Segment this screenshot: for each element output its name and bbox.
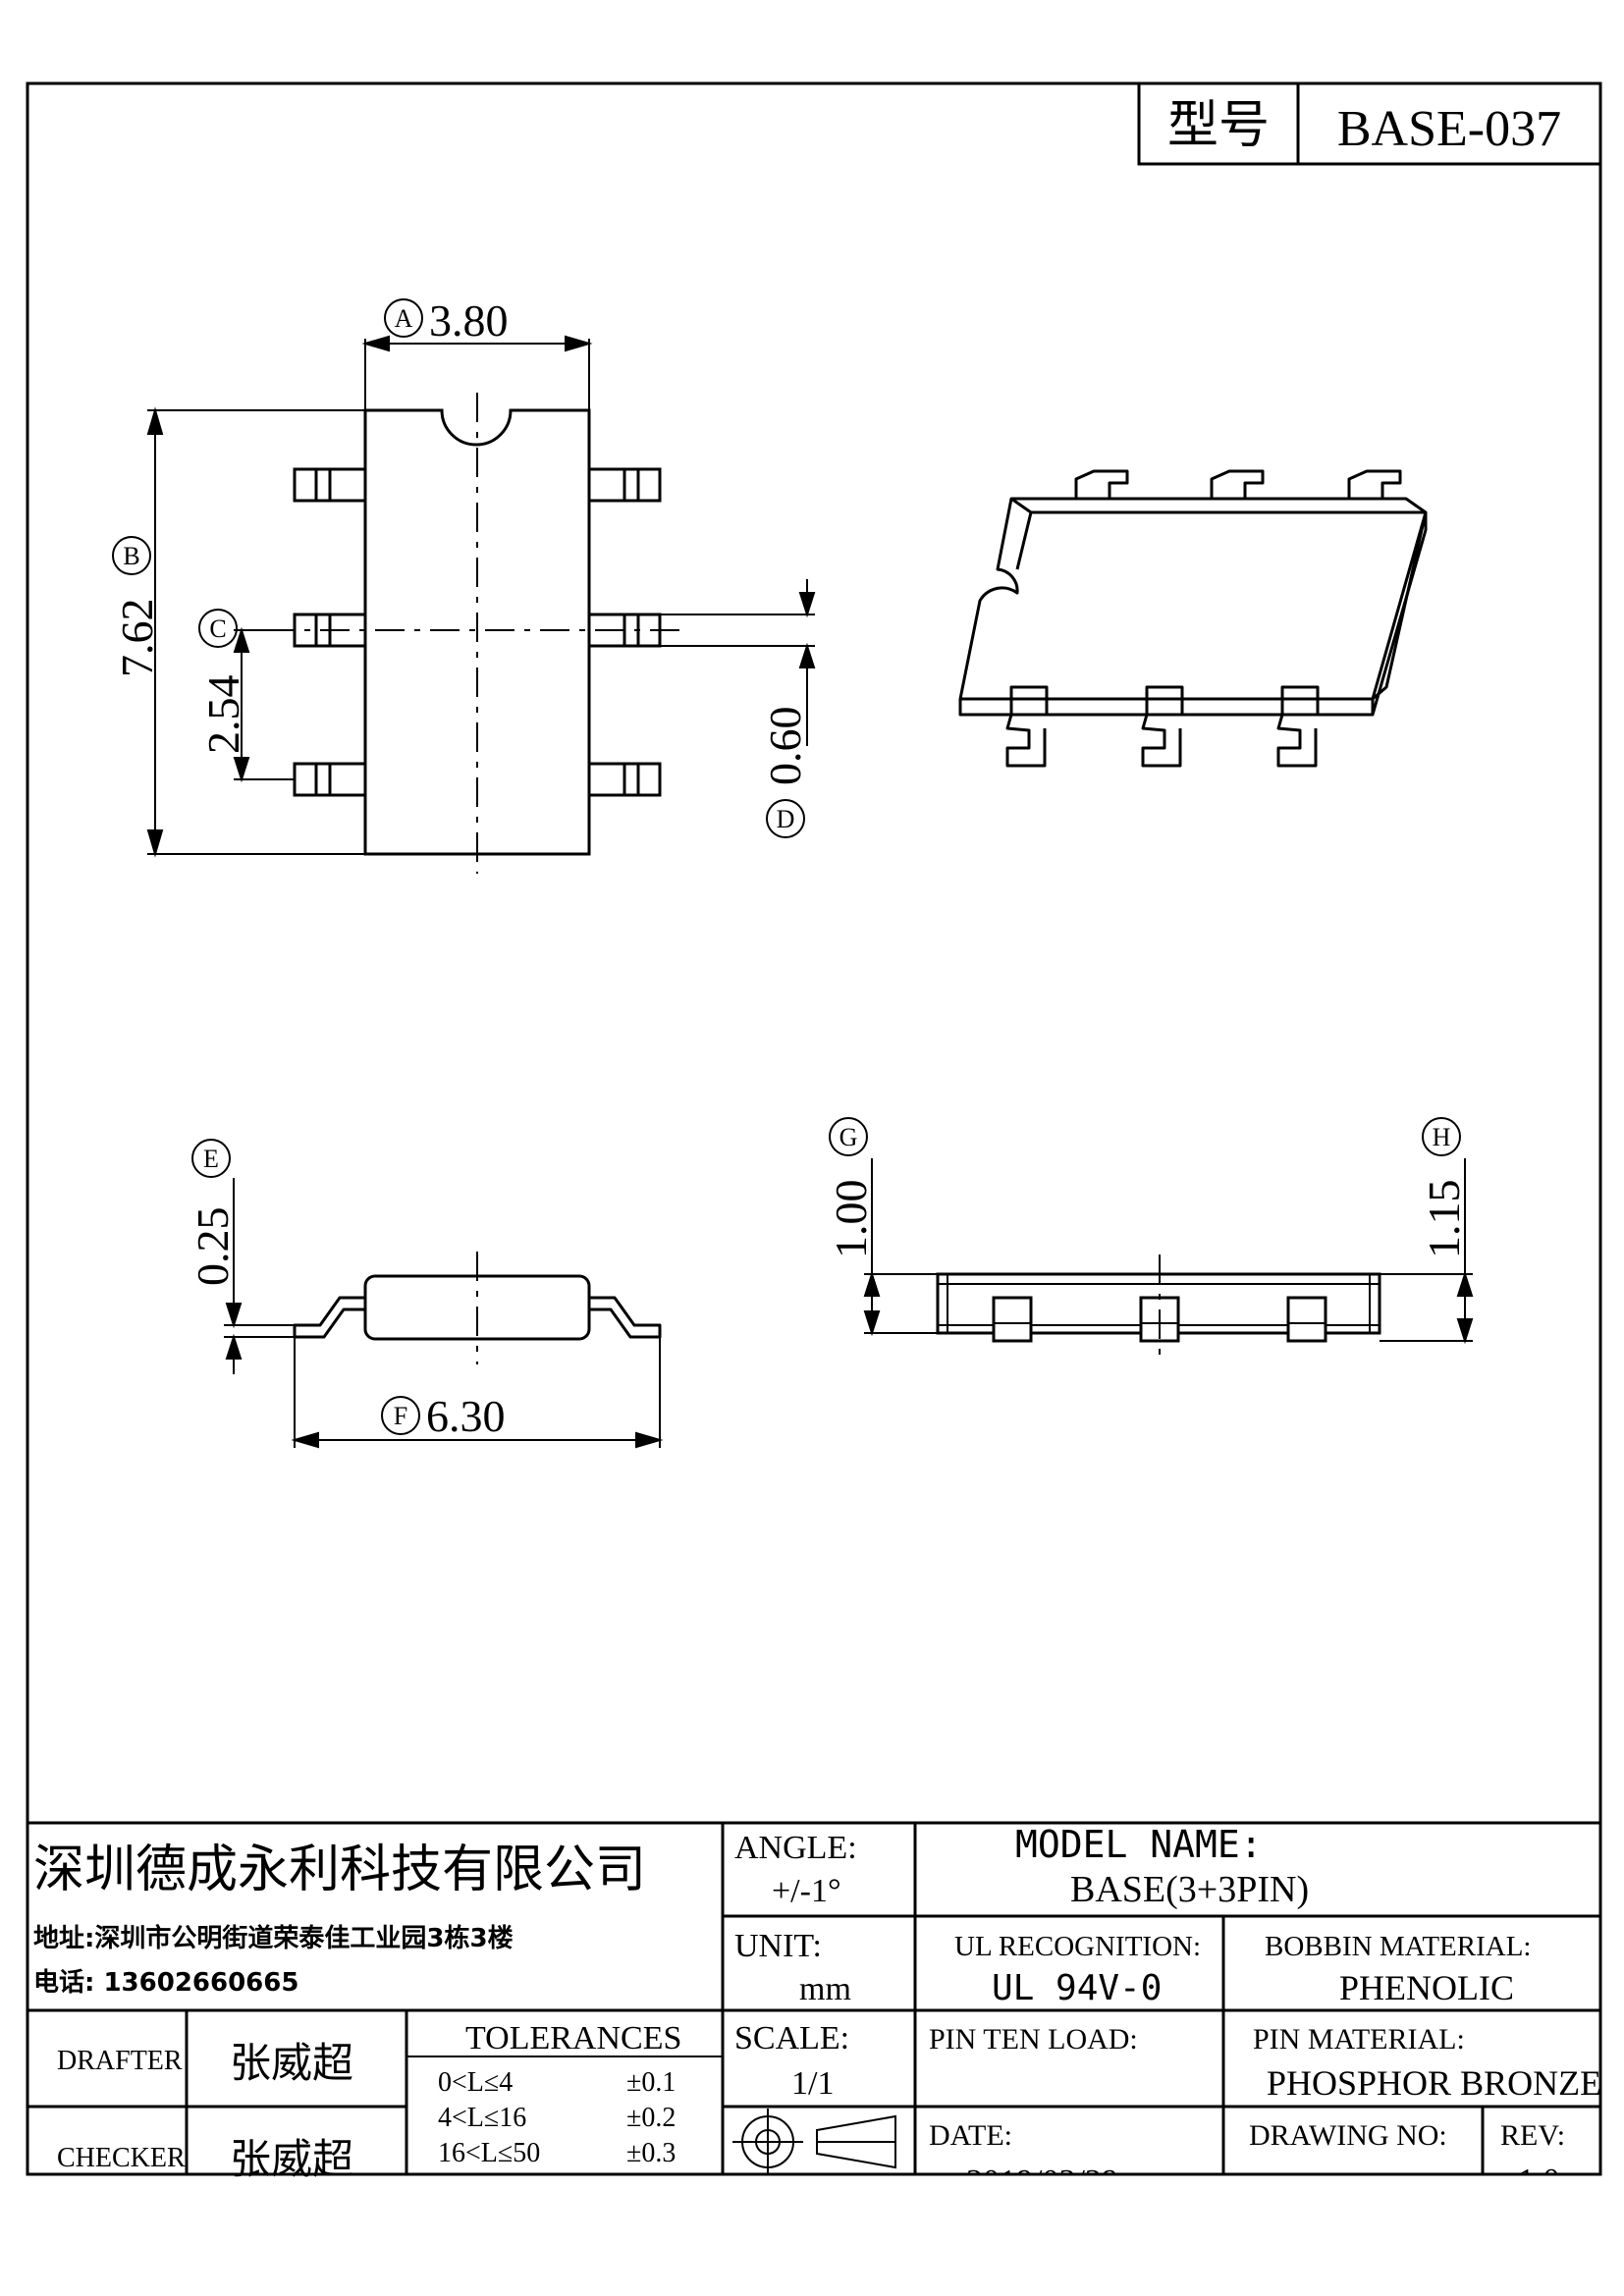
svg-text:+/-1°: +/-1° [772, 1873, 841, 1909]
svg-text:SCALE:: SCALE: [734, 2020, 849, 2056]
svg-text:H: H [1433, 1123, 1451, 1151]
dim-h-label: H 1.15 [1419, 1117, 1469, 1259]
side-view [293, 1252, 662, 1364]
dim-d-label: 0.60 D [760, 707, 810, 838]
svg-text:REV:: REV: [1500, 2119, 1565, 2152]
svg-text:ANGLE:: ANGLE: [734, 1830, 857, 1866]
svg-text:PIN TEN LOAD:: PIN TEN LOAD: [929, 2023, 1138, 2056]
company-address: 地址:深圳市公明街道荣泰佳工业园3栋3楼 [33, 1923, 514, 1953]
model-number-box: 型号 BASE-037 [1137, 81, 1602, 166]
dim-f-label: F 6.30 [381, 1391, 506, 1441]
dimension-d [660, 579, 816, 746]
svg-text:7.62: 7.62 [112, 599, 162, 678]
dimension-h [1380, 1158, 1474, 1345]
sheet-border [26, 81, 1602, 2176]
svg-text:A: A [395, 304, 413, 333]
svg-text:DATE:: DATE: [929, 2119, 1012, 2152]
top-view [265, 393, 687, 874]
svg-text:1.00: 1.00 [826, 1180, 876, 1259]
svg-text:B: B [123, 542, 139, 570]
svg-text:±0.20: ±0.20 [626, 2173, 689, 2204]
dim-c-label: C 2.54 [198, 609, 248, 755]
svg-text:D: D [777, 805, 795, 833]
model-value: BASE-037 [1337, 101, 1561, 157]
dimension-e [224, 1178, 295, 1374]
title-block-text: 深圳德成永利科技有限公司 地址:深圳市公明街道荣泰佳工业园3栋3楼 电话: 13… [33, 1823, 1601, 2204]
svg-text:6.30: 6.30 [426, 1391, 506, 1441]
svg-text:±0.1: ±0.1 [626, 2067, 676, 2098]
svg-text:BOBBIN MATERIAL:: BOBBIN MATERIAL: [1265, 1931, 1531, 1962]
svg-text:±0.3: ±0.3 [626, 2138, 676, 2168]
dimension-c [233, 626, 295, 783]
svg-text:0.60: 0.60 [760, 707, 810, 786]
svg-text:UNIT:: UNIT: [734, 1928, 822, 1964]
svg-text:4<L≤16: 4<L≤16 [438, 2103, 526, 2133]
isometric-view [958, 469, 1428, 768]
svg-text:DRAFTER: DRAFTER [57, 2046, 183, 2076]
svg-text:2.54: 2.54 [198, 675, 248, 755]
svg-text:G: G [839, 1123, 858, 1151]
front-view [936, 1255, 1381, 1360]
svg-text:2019/03/29: 2019/03/29 [966, 2163, 1118, 2200]
top-view-left-pins [293, 467, 367, 797]
svg-text:0<L≤4: 0<L≤4 [438, 2067, 513, 2098]
top-view-right-pins [587, 467, 662, 797]
dim-b-label: B 7.62 [112, 536, 162, 678]
svg-text:张威超: 张威超 [230, 2135, 353, 2183]
projection-symbol [732, 2109, 896, 2173]
svg-text:0.25: 0.25 [188, 1207, 238, 1287]
model-label: 型号 [1167, 96, 1270, 155]
svg-text:1.0: 1.0 [1518, 2163, 1560, 2199]
title-block [27, 1821, 1600, 2174]
svg-text:3.80: 3.80 [429, 295, 509, 346]
svg-text:mm: mm [799, 1971, 851, 2007]
svg-text:E: E [203, 1145, 219, 1173]
svg-text:MODEL NAME:: MODEL NAME: [1015, 1823, 1263, 1866]
svg-text:±0.2: ±0.2 [626, 2103, 676, 2133]
svg-text:PIN MATERIAL:: PIN MATERIAL: [1253, 2023, 1465, 2056]
company-name: 深圳德成永利科技有限公司 [33, 1841, 646, 1899]
svg-text:DRAWING NO:: DRAWING NO: [1249, 2119, 1447, 2152]
svg-text:PHOSPHOR BRONZE: PHOSPHOR BRONZE [1267, 2063, 1601, 2103]
dim-a-label: A 3.80 [384, 295, 509, 346]
svg-text:PIN PITCH: PIN PITCH [438, 2173, 568, 2204]
svg-text:PHENOLIC: PHENOLIC [1339, 1968, 1514, 2007]
dim-g-label: G 1.00 [826, 1117, 876, 1259]
svg-text:TOLERANCES: TOLERANCES [465, 2020, 681, 2056]
svg-text:UL 94V-0: UL 94V-0 [992, 1968, 1162, 2008]
dim-e-label: E 0.25 [188, 1139, 238, 1287]
svg-text:BASE(3+3PIN): BASE(3+3PIN) [1070, 1869, 1309, 1910]
svg-text:F: F [394, 1402, 407, 1430]
svg-text:张威超: 张威超 [230, 2039, 353, 2087]
company-phone: 电话: 13602660665 [33, 1968, 298, 1998]
dimension-f [291, 1337, 664, 1449]
svg-text:UL RECOGNITION:: UL RECOGNITION: [954, 1931, 1201, 1962]
svg-text:C: C [209, 614, 226, 643]
dimension-a [361, 335, 593, 410]
svg-text:1.15: 1.15 [1419, 1180, 1469, 1259]
dimension-b [146, 406, 365, 858]
svg-text:CHECKER: CHECKER [57, 2143, 186, 2173]
svg-text:16<L≤50: 16<L≤50 [438, 2138, 540, 2168]
svg-text:1/1: 1/1 [791, 2065, 834, 2102]
dimension-g [863, 1158, 938, 1337]
